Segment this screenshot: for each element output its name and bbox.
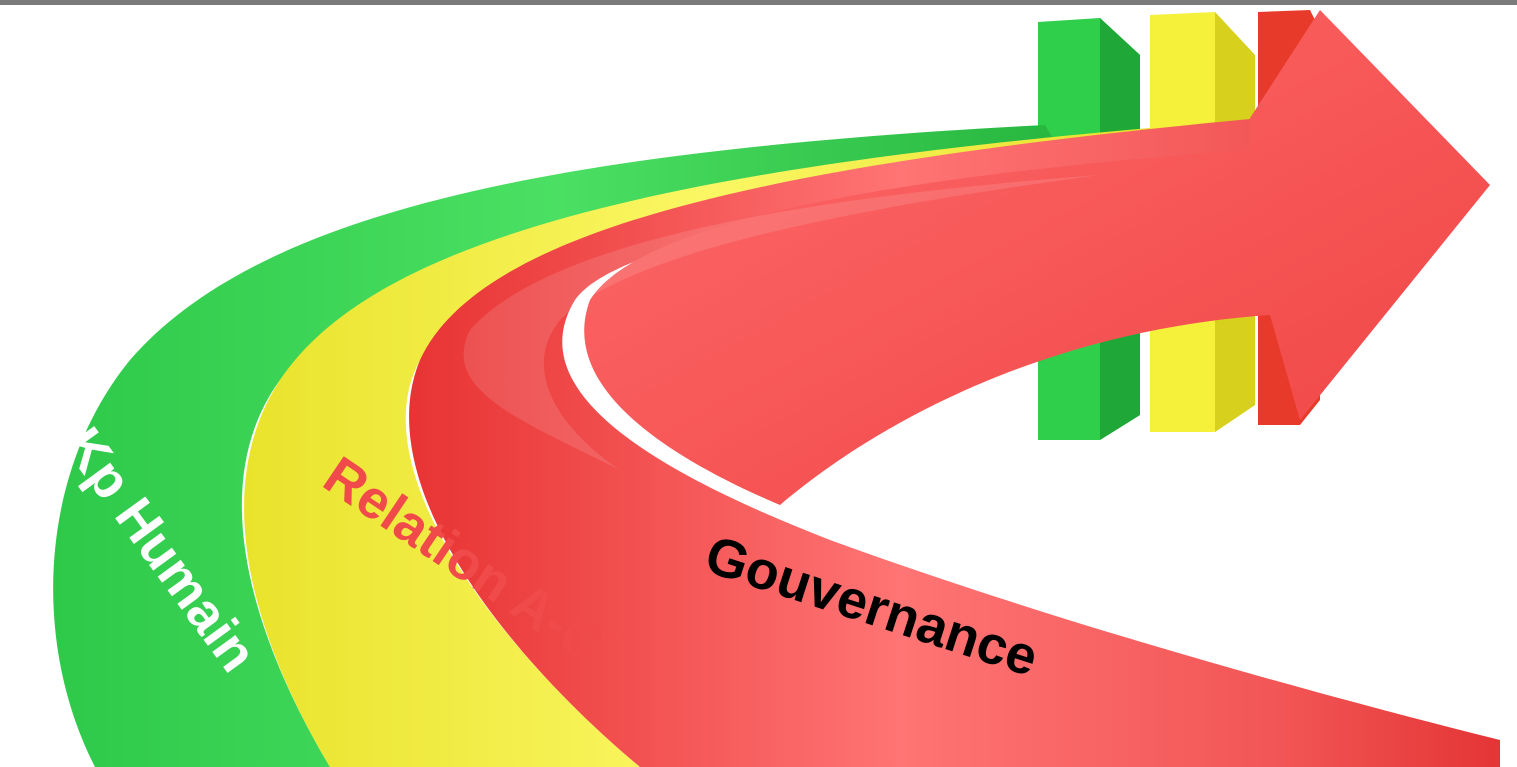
green-band — [53, 125, 1060, 767]
yellow-band — [244, 128, 1170, 767]
red-band — [409, 118, 1500, 767]
red-band-highlight — [463, 175, 1100, 470]
red-main-arrow-head — [584, 10, 1490, 505]
top-border — [0, 0, 1517, 5]
